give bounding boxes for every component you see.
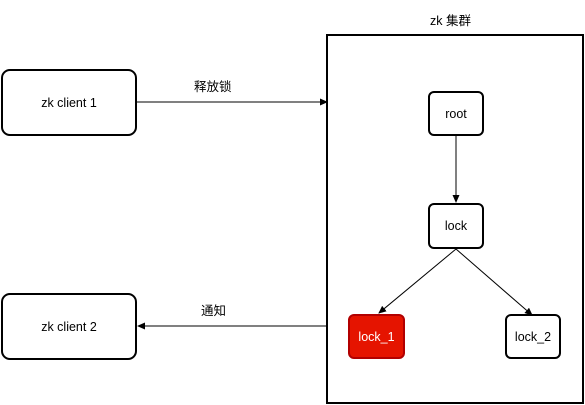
zk-client-2-node[interactable]: zk client 2 xyxy=(1,293,137,360)
zk-client-1-label: zk client 1 xyxy=(41,95,97,110)
cluster-title: zk 集群 xyxy=(430,14,471,28)
znode-root[interactable]: root xyxy=(428,91,484,136)
zk-client-1-node[interactable]: zk client 1 xyxy=(1,69,137,136)
znode-root-label: root xyxy=(445,106,467,121)
edge-label-release-lock: 释放锁 xyxy=(194,80,232,94)
znode-lock[interactable]: lock xyxy=(428,203,484,249)
znode-lock-label: lock xyxy=(444,219,468,233)
zk-client-2-label: zk client 2 xyxy=(41,319,97,334)
edge-label-notify: 通知 xyxy=(201,304,227,318)
znode-lock-1-label: lock_1 xyxy=(358,329,395,344)
edge-lock-lock1 xyxy=(378,248,457,314)
zk-cluster-container xyxy=(326,34,584,404)
znode-lock-2[interactable]: lock_2 xyxy=(505,314,561,359)
znode-lock-1[interactable]: lock_1 xyxy=(348,314,405,359)
edge-lock-lock2 xyxy=(455,248,533,316)
znode-lock-2-label: lock_2 xyxy=(514,329,552,344)
